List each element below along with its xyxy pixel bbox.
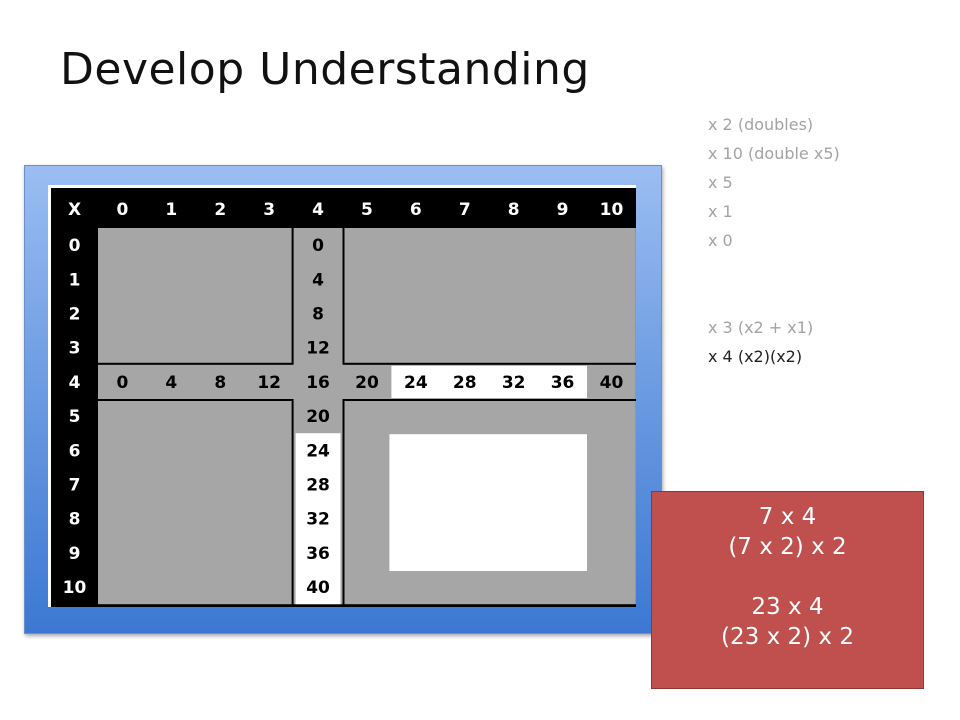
cells-top-right — [344, 228, 636, 363]
column-header-3: 3 — [263, 200, 275, 220]
column-4-value-5: 20 — [306, 407, 330, 427]
strategy-notes: x 2 (doubles) x 10 (double x5) x 5 x 1 x… — [708, 110, 840, 371]
column-4-value-9: 36 — [306, 544, 330, 564]
row-header-8: 8 — [69, 510, 81, 530]
row-4-value-1: 4 — [165, 373, 177, 393]
note-x10: x 10 (double x5) — [708, 144, 840, 163]
column-header-10: 10 — [600, 200, 624, 220]
corner-x-label: X — [68, 200, 81, 220]
note-x1: x 1 — [708, 202, 733, 221]
row-header-7: 7 — [69, 476, 81, 496]
row-4-value-2: 8 — [214, 373, 226, 393]
row-4-value-4: 16 — [306, 373, 330, 393]
column-header-8: 8 — [508, 200, 520, 220]
row-4-value-10: 40 — [600, 373, 624, 393]
column-header-1: 1 — [165, 200, 177, 220]
column-header-0: 0 — [117, 200, 129, 220]
example-callout: 7 x 4 (7 x 2) x 2 23 x 4 (23 x 2) x 2 — [651, 491, 924, 689]
note-x2: x 2 (doubles) — [708, 115, 814, 134]
row-4-value-6: 24 — [404, 373, 428, 393]
column-header-9: 9 — [557, 200, 569, 220]
row-header-3: 3 — [69, 339, 81, 359]
slide-title: Develop Understanding — [60, 44, 590, 95]
row-header-9: 9 — [69, 544, 81, 564]
row-4-value-3: 12 — [257, 373, 281, 393]
row-4-value-8: 32 — [502, 373, 526, 393]
row-header-4: 4 — [69, 373, 81, 393]
column-4-value-6: 24 — [306, 441, 330, 461]
row-header-0: 0 — [69, 236, 81, 256]
column-4-highlight — [295, 433, 341, 605]
column-4-value-2: 8 — [312, 305, 324, 325]
callout-line-3: 23 x 4 — [751, 594, 824, 620]
column-4-value-7: 28 — [306, 476, 330, 496]
column-4-value-3: 12 — [306, 339, 330, 359]
column-header-7: 7 — [459, 200, 471, 220]
empty-product-box — [389, 434, 587, 571]
column-4-value-1: 4 — [312, 270, 324, 290]
callout-line-4: (23 x 2) x 2 — [721, 624, 854, 650]
row-header-6: 6 — [69, 441, 81, 461]
column-4-value-10: 40 — [306, 578, 330, 598]
cells-bottom-left — [98, 401, 292, 605]
row-4-value-5: 20 — [355, 373, 379, 393]
row-4-highlight — [391, 365, 587, 398]
row-header-5: 5 — [69, 407, 81, 427]
callout-line-1: 7 x 4 — [758, 504, 817, 530]
column-header-6: 6 — [410, 200, 422, 220]
note-x4: x 4 (x2)(x2) — [708, 347, 803, 366]
note-x0: x 0 — [708, 231, 733, 250]
column-4-value-8: 32 — [306, 510, 330, 530]
column-header-4: 4 — [312, 200, 324, 220]
column-header-5: 5 — [361, 200, 373, 220]
row-4-value-7: 28 — [453, 373, 477, 393]
column-4-value-0: 0 — [312, 236, 324, 256]
callout-line-2: (7 x 2) x 2 — [728, 534, 847, 560]
row-header-2: 2 — [69, 305, 81, 325]
row-4-value-0: 0 — [117, 373, 129, 393]
row-4-value-9: 36 — [551, 373, 575, 393]
note-x5: x 5 — [708, 173, 733, 192]
cells-top-left — [98, 228, 292, 363]
row-header-1: 1 — [69, 270, 81, 290]
column-header-2: 2 — [214, 200, 226, 220]
row-header-10: 10 — [63, 578, 87, 598]
note-x3: x 3 (x2 + x1) — [708, 318, 814, 337]
